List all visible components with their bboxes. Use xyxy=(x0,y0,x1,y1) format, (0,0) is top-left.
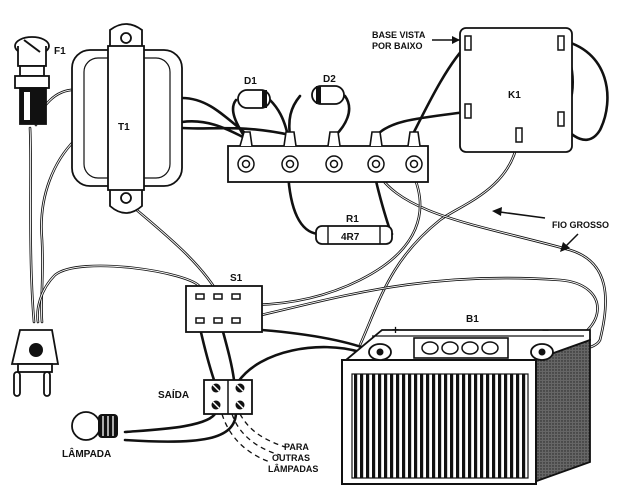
battery-minus-label: − xyxy=(542,323,549,337)
fio-grosso-arrow-icon xyxy=(492,207,579,252)
saida-label: SAÍDA xyxy=(158,388,189,401)
fio-grosso-label: FIO GROSSO xyxy=(552,220,609,230)
diode-icon xyxy=(311,85,345,105)
k1-label: K1 xyxy=(508,90,521,101)
relay-icon xyxy=(459,27,573,153)
transformer-icon xyxy=(71,23,183,214)
fuse-holder-icon xyxy=(14,36,50,125)
resistor-icon xyxy=(315,225,393,245)
r1-label: R1 xyxy=(346,214,359,225)
para-label-line1: PARA xyxy=(284,442,309,452)
terminal-strip xyxy=(227,131,429,183)
d1-label: D1 xyxy=(244,76,257,87)
b1-label: B1 xyxy=(466,314,479,325)
lamp-icon xyxy=(71,411,118,441)
diode-icon xyxy=(237,89,271,109)
terminal-block-icon xyxy=(203,379,253,415)
battery-icon xyxy=(341,329,591,485)
battery-plus-label: + xyxy=(392,323,399,337)
d2-label: D2 xyxy=(323,74,336,85)
switch-icon xyxy=(185,285,263,333)
lampada-label: LÂMPADA xyxy=(62,447,111,460)
para-label-line3: LÂMPADAS xyxy=(268,463,318,474)
base-label-line1: BASE VISTA xyxy=(372,30,426,40)
r1-value: 4R7 xyxy=(341,232,360,243)
t1-label: T1 xyxy=(118,122,130,133)
base-label-line2: POR BAIXO xyxy=(372,41,423,51)
para-label-line2: OUTRAS xyxy=(272,453,310,463)
s1-label: S1 xyxy=(230,273,243,284)
plug-icon xyxy=(10,329,60,397)
base-arrow-icon xyxy=(432,36,460,44)
f1-label: F1 xyxy=(54,46,66,57)
